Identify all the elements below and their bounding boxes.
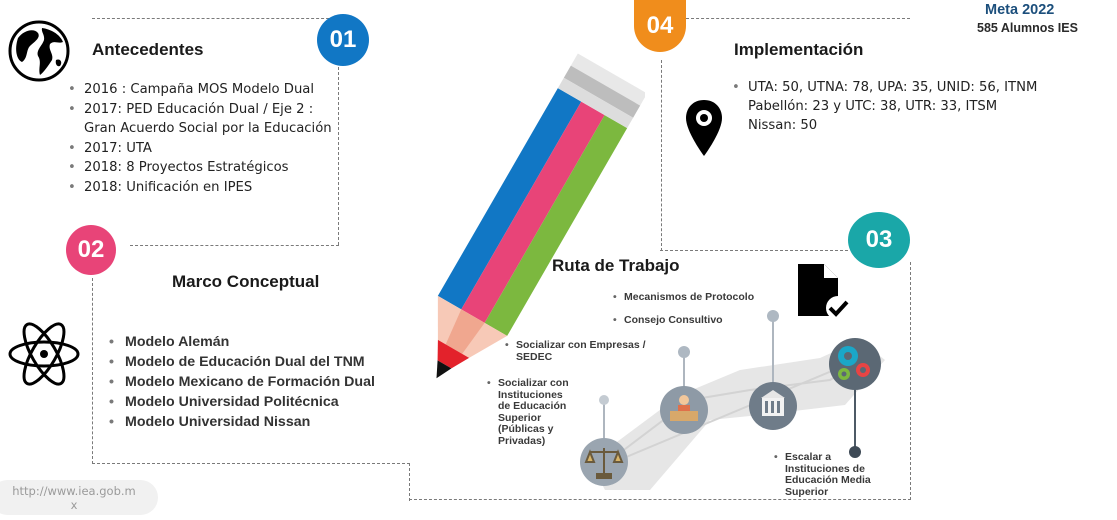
location-pin-icon bbox=[684, 98, 724, 158]
step-02-badge: 02 bbox=[66, 225, 116, 275]
list-item-continuation: Pabellón: 23 y UTC: 38, UTR: 33, ITSM bbox=[748, 99, 998, 114]
route-illustration bbox=[560, 300, 910, 500]
list-item: Pabellón: 23 y UTC: 38, UTR: 33, ITSM bbox=[730, 97, 1115, 116]
list-item: 2016 : Campaña MOS Modelo Dual bbox=[66, 80, 346, 100]
source-url-line: x bbox=[70, 498, 78, 512]
list-item: Modelo Alemán bbox=[107, 332, 407, 352]
ruta-de-trabajo-title: Ruta de Trabajo bbox=[552, 256, 680, 275]
frame-bottom-line bbox=[409, 499, 911, 500]
list-item: UTA: 50, UTNA: 78, UPA: 35, UNID: 56, IT… bbox=[730, 78, 1115, 97]
step-ies-line: Superior bbox=[498, 411, 542, 424]
document-check-icon bbox=[796, 262, 852, 320]
list-item: 2018: Unificación en IPES bbox=[66, 178, 346, 198]
list-item: Modelo de Educación Dual del TNM bbox=[107, 352, 407, 372]
list-item: 2018: 8 Proyectos Estratégicos bbox=[66, 158, 346, 178]
step-ies-line: Instituciones bbox=[498, 388, 563, 401]
globe-icon bbox=[8, 20, 70, 82]
list-item-continuation: Nissan: 50 bbox=[748, 118, 818, 133]
step-mecanismos: Mecanismos de Protocolo bbox=[613, 291, 754, 304]
list-item: Modelo Universidad Nissan bbox=[107, 412, 407, 432]
step-escalar-line: Instituciones de bbox=[785, 462, 865, 475]
frame-02-bottom bbox=[92, 463, 410, 464]
marco-conceptual-title: Marco Conceptual bbox=[172, 272, 320, 291]
building-icon bbox=[761, 390, 785, 416]
step-ies-line: (Públicas y bbox=[498, 423, 554, 435]
meeting-icon bbox=[670, 395, 698, 421]
step-escalar: Escalar a Instituciones de Educación Med… bbox=[774, 451, 871, 498]
implementacion-list: UTA: 50, UTNA: 78, UPA: 35, UNID: 56, IT… bbox=[730, 78, 1115, 135]
meta-subtitle: 585 Alumnos IES bbox=[977, 21, 1078, 35]
source-url[interactable]: http://www.iea.gob.m x bbox=[0, 480, 158, 515]
implementacion-title: Implementación bbox=[734, 40, 864, 59]
frame-02-right bbox=[409, 463, 410, 501]
step-escalar-line: Educación Media bbox=[785, 474, 871, 486]
frame-02-left bbox=[92, 278, 93, 464]
marco-conceptual-list: Modelo Alemán Modelo de Educación Dual d… bbox=[107, 332, 407, 432]
frame-01-bottom bbox=[130, 245, 339, 246]
antecedentes-title: Antecedentes bbox=[92, 40, 204, 59]
list-item: 2017: UTA bbox=[66, 139, 346, 159]
step-consejo: Consejo Consultivo bbox=[613, 314, 723, 327]
list-item: Modelo Universidad Politécnica bbox=[107, 392, 407, 412]
step-empresas: Socializar con Empresas / SEDEC bbox=[505, 339, 646, 363]
atom-icon bbox=[6, 316, 82, 392]
list-item: 2017: PED Educación Dual / Eje 2 : bbox=[66, 100, 346, 120]
antecedentes-list: 2016 : Campaña MOS Modelo Dual 2017: PED… bbox=[66, 80, 346, 197]
step-ies: Socializar con Instituciones de Educació… bbox=[487, 377, 569, 447]
meta-title: Meta 2022 bbox=[985, 2, 1055, 18]
source-url-line: http://www.iea.gob.m bbox=[12, 484, 136, 498]
frame-03-right bbox=[910, 262, 911, 500]
frame-01-top bbox=[92, 18, 344, 19]
pencil-illustration bbox=[405, 45, 648, 405]
gears-icon bbox=[838, 346, 870, 380]
scale-icon bbox=[584, 448, 624, 479]
step-empresas-line: Socializar con Empresas / bbox=[516, 339, 646, 351]
step-ies-line: Socializar con bbox=[498, 377, 569, 389]
step-escalar-line: Superior bbox=[785, 485, 829, 498]
frame-04-top bbox=[686, 18, 910, 19]
list-item-continuation: Gran Acuerdo Social por la Educación bbox=[84, 121, 332, 136]
step-ies-line: de Educación bbox=[498, 400, 567, 412]
step-04-badge: 04 bbox=[634, 0, 686, 52]
list-item: Modelo Mexicano de Formación Dual bbox=[107, 372, 407, 392]
step-ies-line: Privadas) bbox=[498, 434, 546, 447]
step-03-badge: 03 bbox=[848, 212, 910, 268]
frame-04-left bbox=[661, 60, 662, 251]
list-item: Gran Acuerdo Social por la Educación bbox=[66, 119, 346, 139]
step-01-badge: 01 bbox=[317, 14, 369, 66]
list-item: Nissan: 50 bbox=[730, 116, 1115, 135]
step-empresas-line: SEDEC bbox=[516, 350, 553, 363]
step-escalar-line: Escalar a bbox=[785, 451, 832, 463]
frame-03-top bbox=[660, 250, 848, 251]
